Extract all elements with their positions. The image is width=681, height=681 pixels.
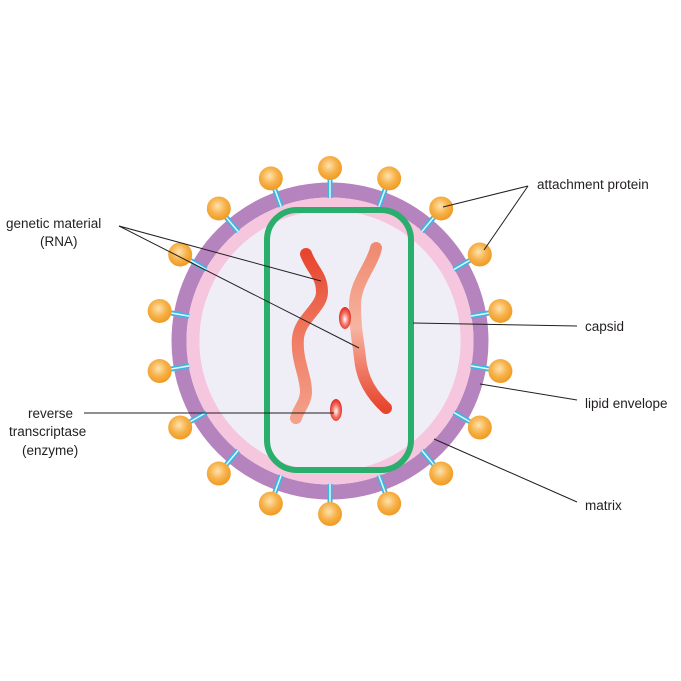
pointer-line [118, 225, 322, 282]
attachment-protein [429, 461, 454, 486]
attachment-protein [318, 156, 342, 180]
protein-stalk-highlight [470, 312, 488, 317]
protein-stalk-highlight [191, 411, 207, 422]
label-enzyme: (enzyme) [22, 443, 78, 458]
protein-stalk-highlight [274, 475, 282, 492]
attachment-protein [168, 415, 193, 440]
label-capsid: capsid [585, 319, 624, 334]
label-lipid-envelope: lipid envelope [585, 396, 668, 411]
pointer-line [442, 185, 529, 208]
attachment-protein [488, 359, 513, 384]
protein-stalk-highlight [421, 450, 434, 465]
protein-stalk-highlight [226, 450, 239, 465]
attachment-protein [318, 502, 342, 526]
reverse-transcriptase-enzyme [330, 399, 342, 421]
rna-strand-left [290, 248, 329, 424]
pointer-line [412, 322, 578, 327]
label-transcriptase: transcriptase [9, 424, 86, 439]
protein-stalk-highlight [378, 190, 386, 207]
protein-stalk-highlight [421, 217, 434, 232]
pointer-line [479, 383, 578, 401]
protein-stalk-highlight [172, 365, 190, 370]
protein-stalk-highlight [191, 260, 207, 271]
label-rna: (RNA) [40, 234, 78, 249]
attachment-protein [147, 298, 172, 323]
attachment-protein [258, 166, 283, 191]
rna-strand-right [348, 242, 392, 414]
attachment-protein [377, 166, 402, 191]
attachment-protein [206, 461, 231, 486]
attachment-protein [258, 491, 283, 516]
attachment-protein [168, 242, 193, 267]
label-genetic-material: genetic material [6, 216, 101, 231]
attachment-protein [467, 415, 492, 440]
label-matrix: matrix [585, 498, 622, 513]
protein-stalk-highlight [378, 475, 386, 492]
protein-stalk-highlight [470, 365, 488, 370]
attachment-protein [488, 298, 513, 323]
attachment-protein [206, 196, 231, 221]
protein-stalk-highlight [453, 411, 469, 422]
reverse-transcriptase-enzyme [339, 307, 351, 329]
pointer-line [118, 225, 360, 349]
attachment-protein [467, 242, 492, 267]
pointer-line [433, 438, 578, 503]
protein-stalk-highlight [226, 217, 239, 232]
attachment-protein [377, 491, 402, 516]
protein-stalk-highlight [453, 260, 469, 271]
capsid [264, 207, 414, 473]
protein-stalk-highlight [172, 312, 190, 317]
label-attachment-protein: attachment protein [537, 177, 649, 192]
pointer-line [483, 185, 529, 251]
attachment-protein [147, 359, 172, 384]
label-reverse: reverse [28, 406, 73, 421]
protein-stalk-highlight [274, 190, 282, 207]
matrix [186, 197, 474, 485]
attachment-protein [429, 196, 454, 221]
interior [199, 210, 461, 472]
